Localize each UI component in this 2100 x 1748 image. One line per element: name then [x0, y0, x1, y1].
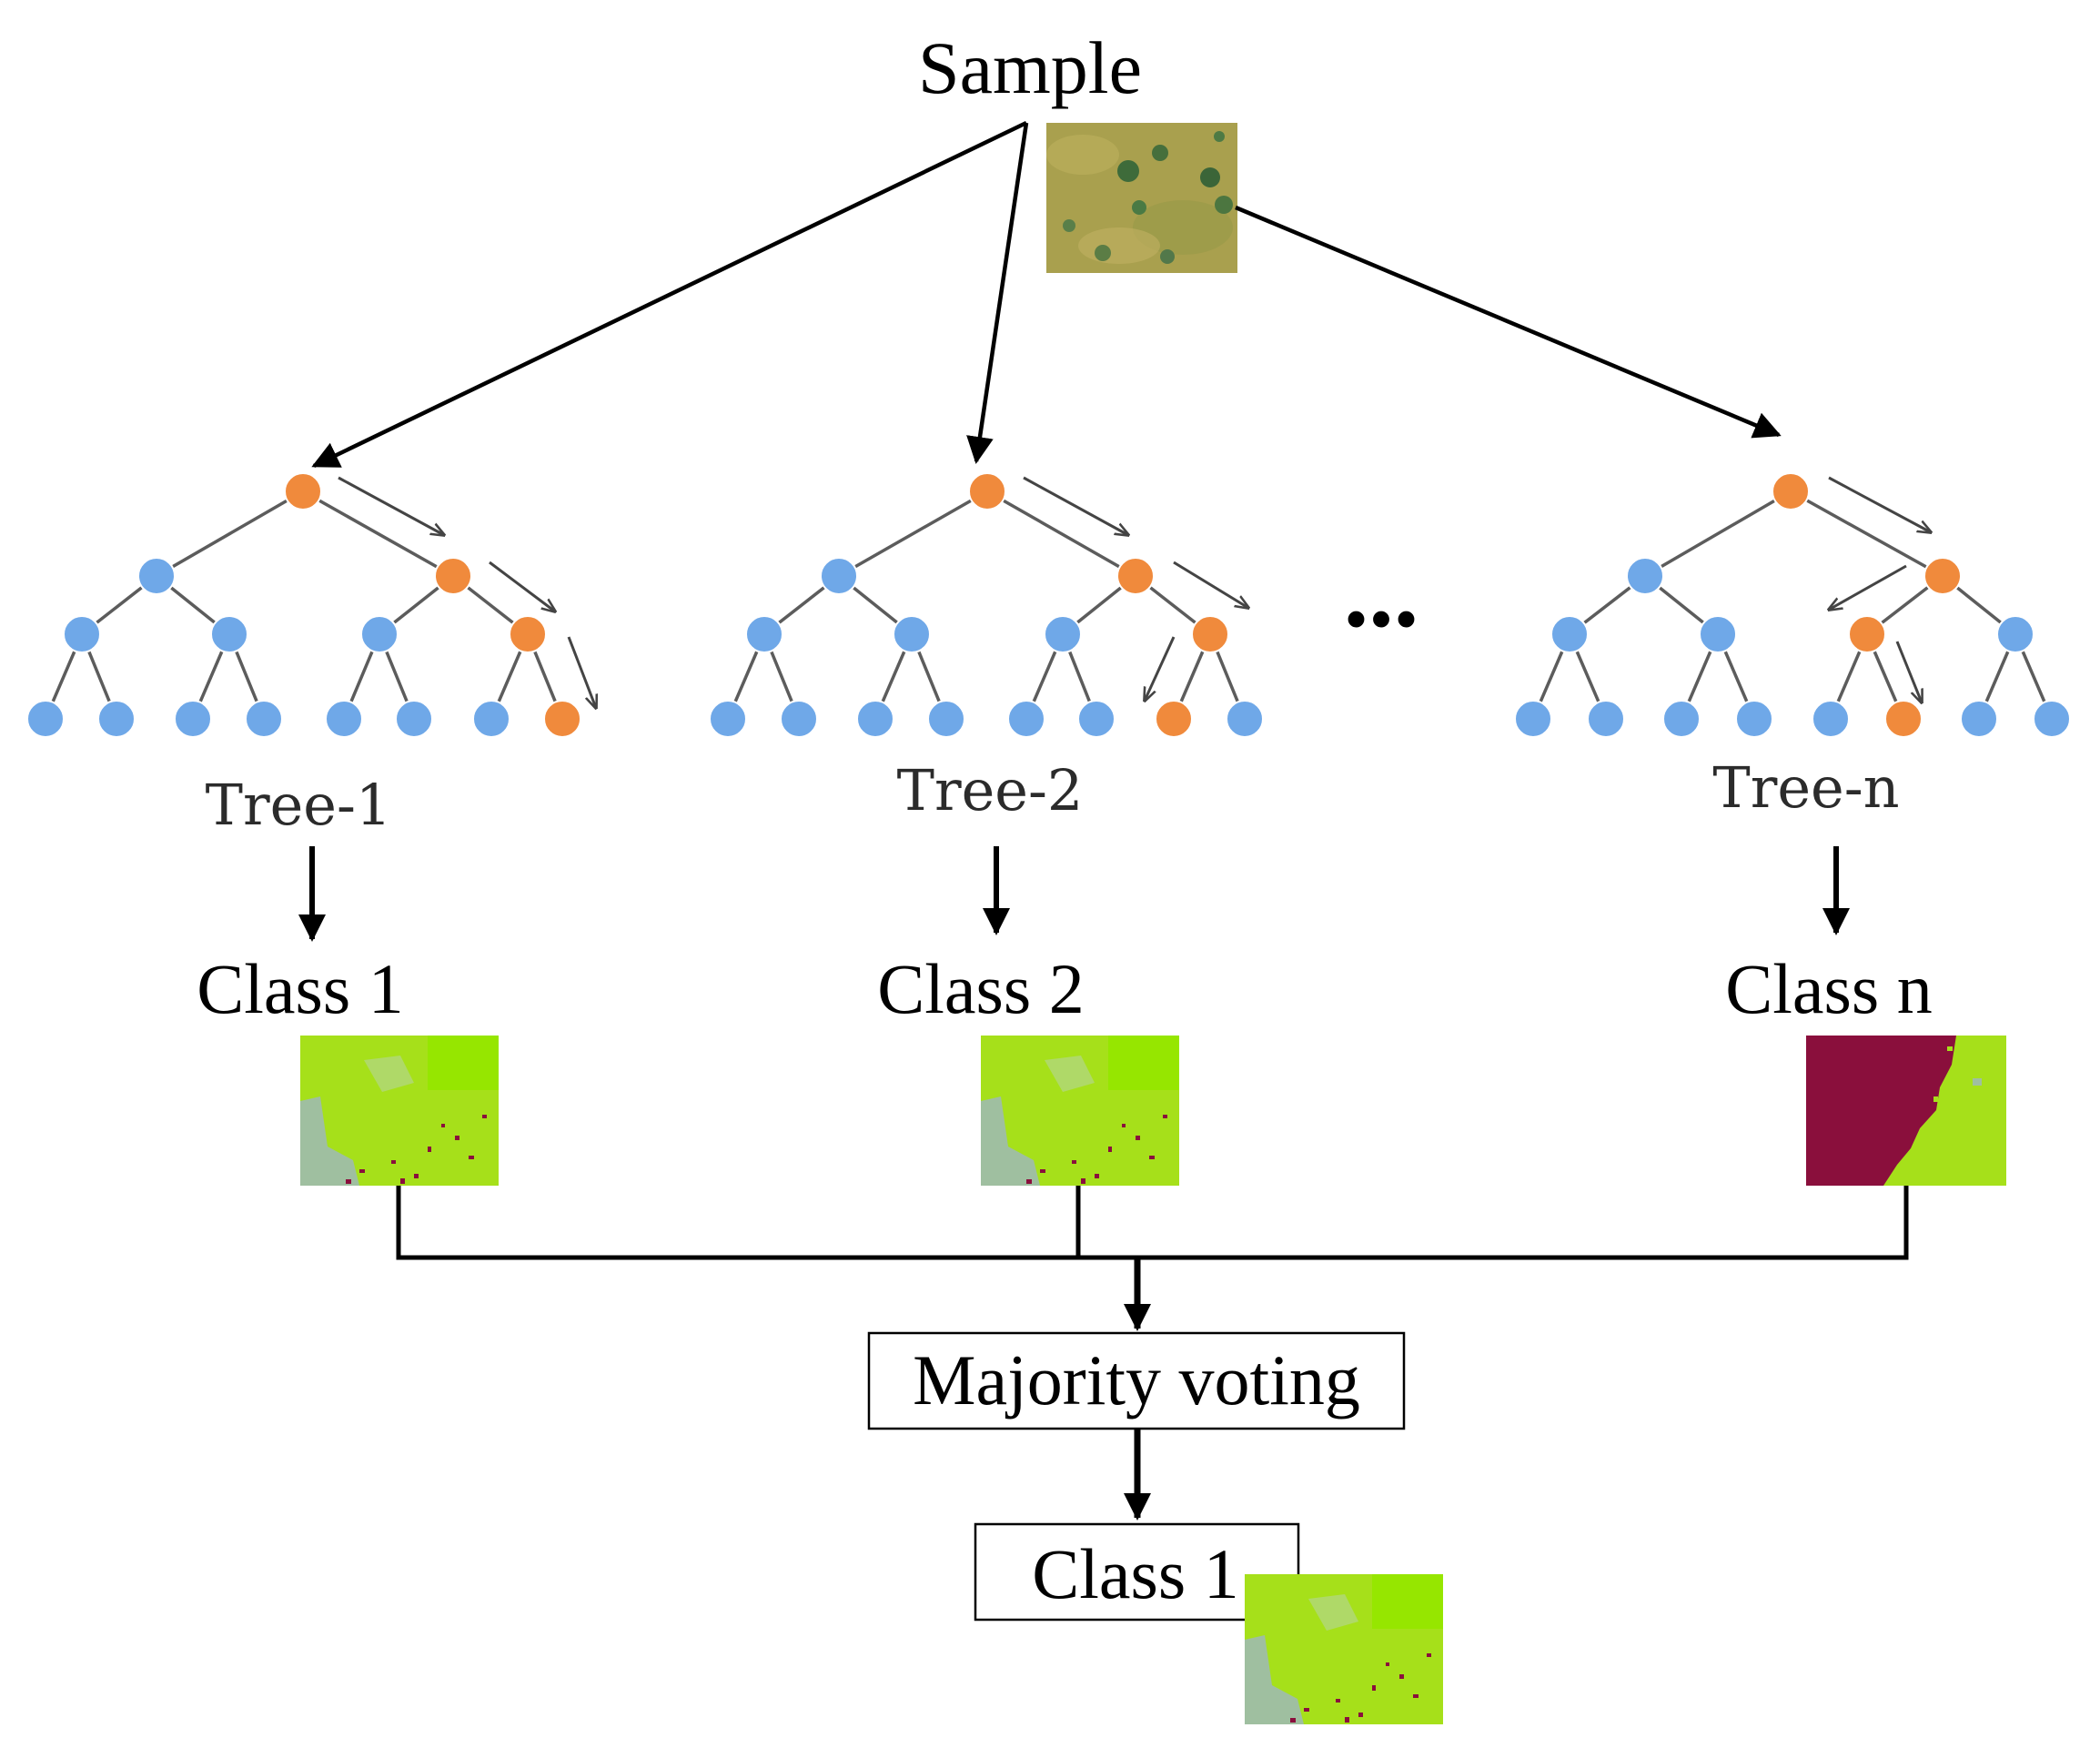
sample-image	[1046, 123, 1237, 273]
class-1-label: Class 1	[197, 949, 404, 1028]
majority-voting-label: Majority voting	[913, 1340, 1360, 1420]
class-2-map	[981, 1036, 1179, 1186]
class-n-label: Class n	[1725, 949, 1933, 1028]
tree-1	[26, 472, 596, 738]
class-1-map	[300, 1036, 499, 1186]
class-2-label: Class 2	[877, 949, 1085, 1028]
ellipsis: ...	[1344, 537, 1419, 648]
tree-n-label: Tree-n	[1712, 754, 1899, 821]
aggregation-connector	[396, 1186, 1909, 1331]
tree-to-class-arrows	[298, 846, 1850, 942]
result-map	[1245, 1574, 1443, 1724]
tree-1-label: Tree-1	[206, 772, 392, 838]
tree-1-path-arrows	[338, 476, 596, 708]
tree-2	[709, 472, 1264, 738]
sample-to-tree-arrows	[311, 120, 1782, 469]
result-box: Class 1	[974, 1522, 1300, 1622]
tree-n-path-arrows	[1829, 476, 1931, 702]
tree-2-label: Tree-2	[897, 757, 1084, 823]
tree-n	[1514, 472, 2071, 738]
sample-label: Sample	[918, 26, 1142, 109]
majority-voting-box: Majority voting	[867, 1331, 1406, 1430]
class-n-map	[1806, 1036, 2006, 1186]
tree-2-path-arrows	[1023, 476, 1248, 701]
result-label: Class 1	[1032, 1534, 1239, 1613]
